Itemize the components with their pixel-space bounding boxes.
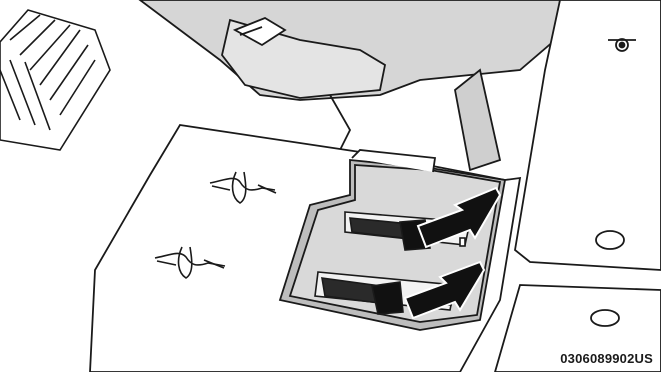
figure-code: 0306089902US: [560, 351, 653, 366]
pedal-grille: [0, 10, 110, 150]
